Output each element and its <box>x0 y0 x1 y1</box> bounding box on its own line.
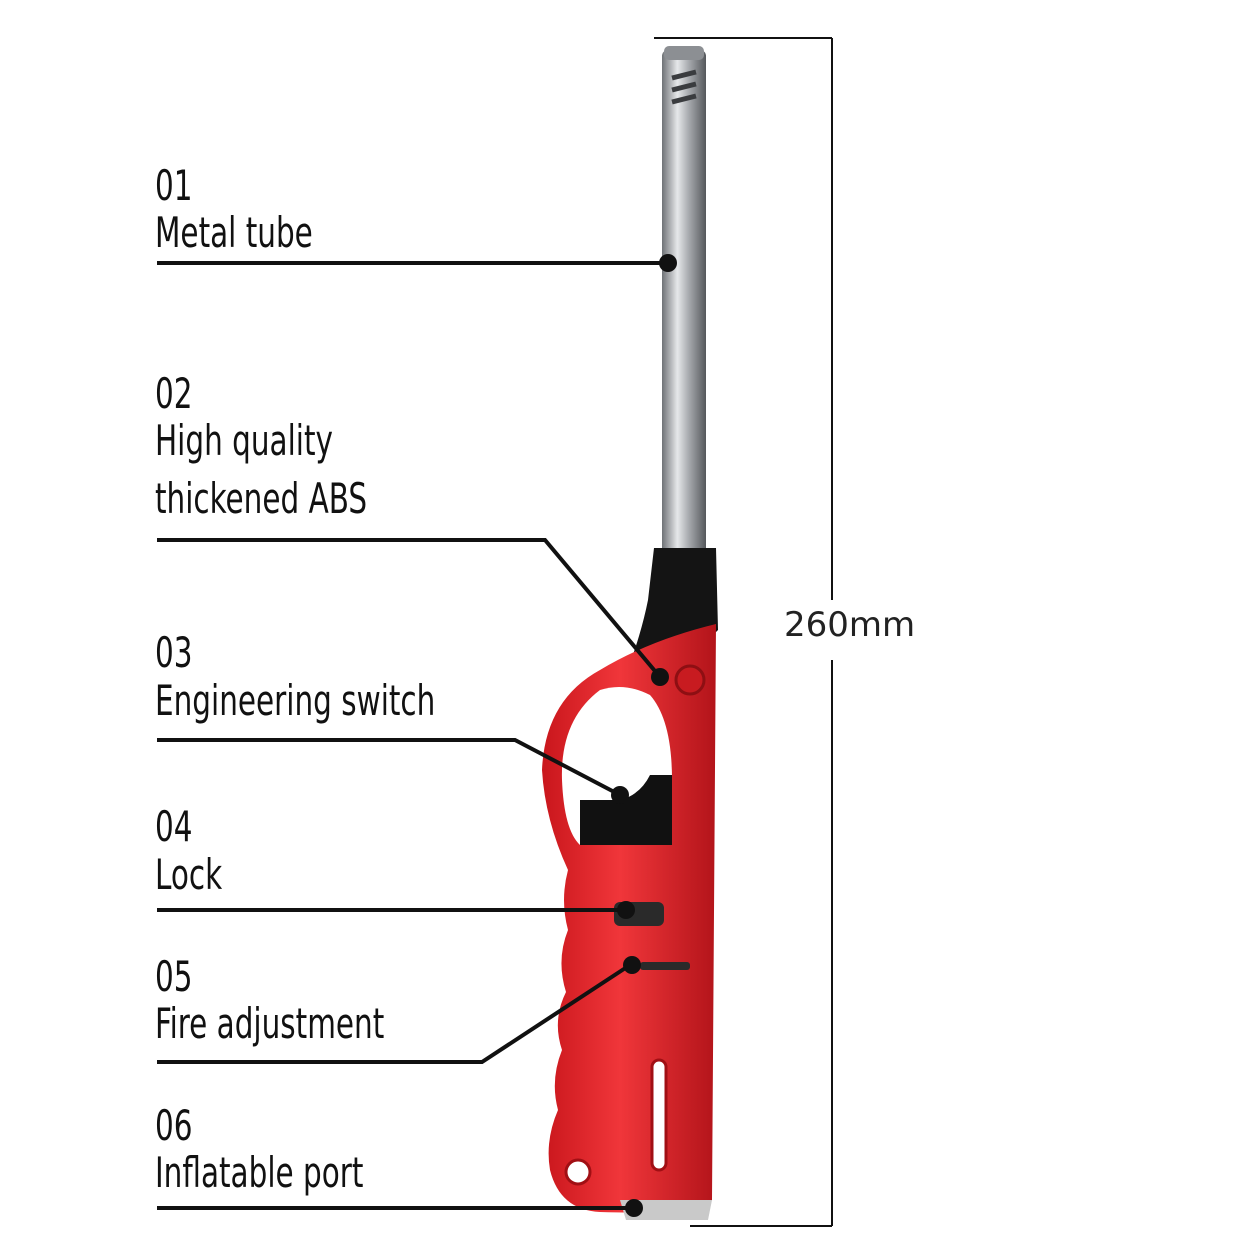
callout-05-label: Fire adjustment <box>155 999 385 1048</box>
callout-01-label: Metal tube <box>155 208 313 257</box>
callout-03-label: Engineering switch <box>155 676 436 725</box>
leader-02 <box>157 538 662 679</box>
window-slot <box>650 1058 668 1172</box>
bottom-hole <box>564 1158 592 1186</box>
fire-adjust-slot <box>640 962 690 970</box>
trigger <box>580 775 672 845</box>
callout-06-label: Inflatable port <box>155 1148 364 1197</box>
metal-tube <box>662 46 706 560</box>
dimension-label: 260mm <box>780 608 920 642</box>
leader-lines <box>157 261 668 1210</box>
callout-02-label-line2: thickened ABS <box>155 474 368 523</box>
callout-05-number: 05 <box>155 952 193 1001</box>
round-button <box>674 664 706 696</box>
leader-03 <box>157 738 621 797</box>
dimension-line <box>654 37 833 1227</box>
callout-02-label-line1: High quality <box>155 416 333 465</box>
leader-05 <box>157 963 632 1064</box>
callout-04-number: 04 <box>155 802 193 851</box>
callout-06-number: 06 <box>155 1101 193 1150</box>
callout-02-number: 02 <box>155 369 193 418</box>
bottom-cap <box>620 1200 712 1220</box>
callout-01-number: 01 <box>155 161 193 210</box>
leader-dots <box>611 254 677 1217</box>
callout-04-label: Lock <box>155 850 223 899</box>
callout-03-number: 03 <box>155 628 193 677</box>
